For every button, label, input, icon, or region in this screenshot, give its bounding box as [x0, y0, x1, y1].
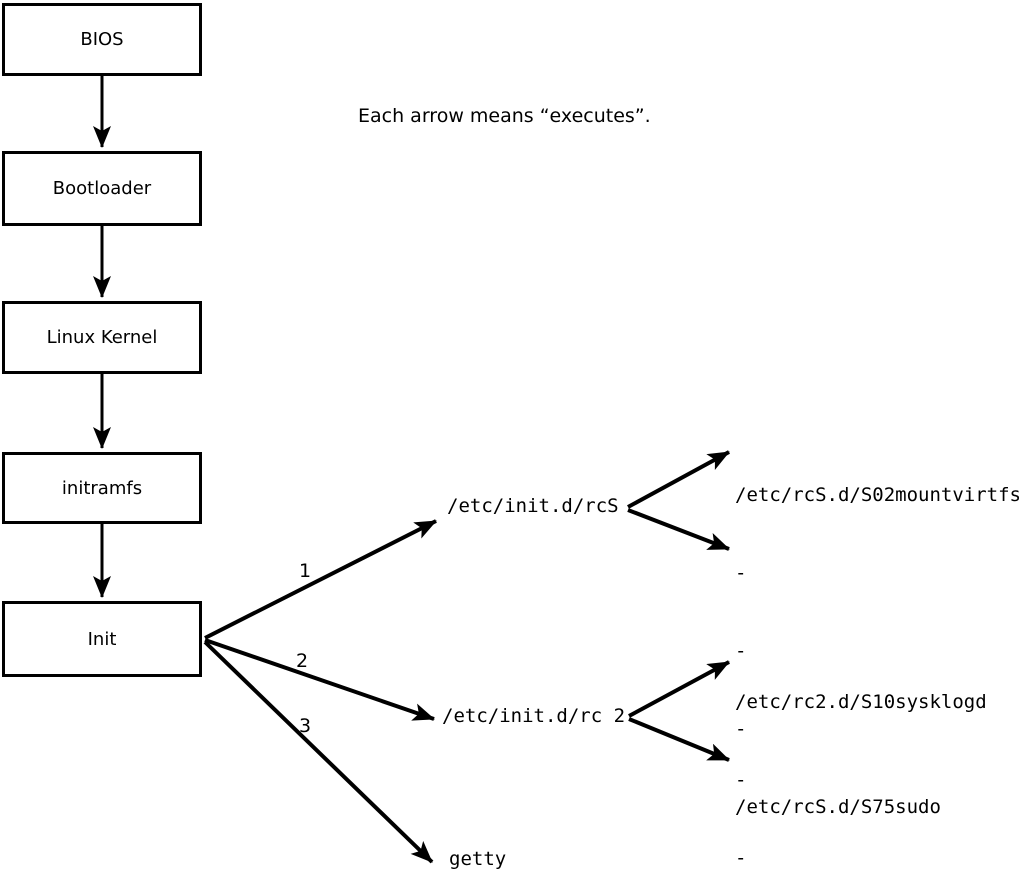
arrow-rc2-to-s99gdm — [628, 717, 730, 762]
node-bootloader-label: Bootloader — [52, 178, 152, 199]
arrow-rc2-to-s10sysklogd — [628, 660, 730, 718]
rcS-script-ellipsis-3: - — [735, 718, 747, 740]
rcS-script-ellipsis-1: - — [735, 562, 747, 584]
arrow-order-label-2: 2 — [296, 650, 309, 672]
rcS-script-s02mountvirtfs: /etc/rcS.d/S02mountvirtfs — [735, 484, 1021, 506]
rcS-script-s75sudo: /etc/rcS.d/S75sudo — [735, 796, 941, 818]
arrow-rcS-to-s75sudo — [627, 508, 730, 551]
rcS-script-ellipsis-2: - — [735, 640, 747, 662]
rc2-script-ellipsis-2: - — [735, 847, 747, 869]
legend-note: Each arrow means “executes”. — [358, 105, 651, 127]
arrow-init-to-rcS — [204, 519, 437, 640]
node-bootloader: Bootloader — [2, 151, 202, 226]
rc2-script-s10sysklogd: /etc/rc2.d/S10sysklogd — [735, 691, 987, 713]
arrow-rcS-to-s02mountvirtfs — [627, 450, 730, 509]
rcS-script-list: /etc/rcS.d/S02mountvirtfs - - - /etc/rcS… — [735, 430, 1021, 872]
rc2-script-ellipsis-1: - — [735, 769, 747, 791]
arrow-order-label-1: 1 — [299, 560, 312, 582]
node-linux-kernel: Linux Kernel — [2, 301, 202, 374]
node-etc-init-d-rcS: /etc/init.d/rcS — [447, 495, 619, 517]
arrow-init-to-rc2 — [204, 638, 435, 721]
arrow-init-to-getty — [203, 640, 434, 864]
node-bios: BIOS — [2, 3, 202, 76]
arrow-order-label-3: 3 — [299, 715, 312, 737]
node-initramfs: initramfs — [2, 452, 202, 524]
node-etc-init-d-rc2: /etc/init.d/rc 2 — [442, 705, 626, 727]
node-linux-kernel-label: Linux Kernel — [46, 327, 158, 348]
node-init: Init — [2, 601, 202, 677]
node-initramfs-label: initramfs — [61, 477, 143, 499]
node-bios-label: BIOS — [80, 29, 124, 50]
node-init-label: Init — [87, 628, 117, 650]
rc2-script-list: /etc/rc2.d/S10sysklogd - - - /etc/rc2.d/… — [735, 637, 987, 875]
node-getty: getty — [449, 848, 507, 870]
